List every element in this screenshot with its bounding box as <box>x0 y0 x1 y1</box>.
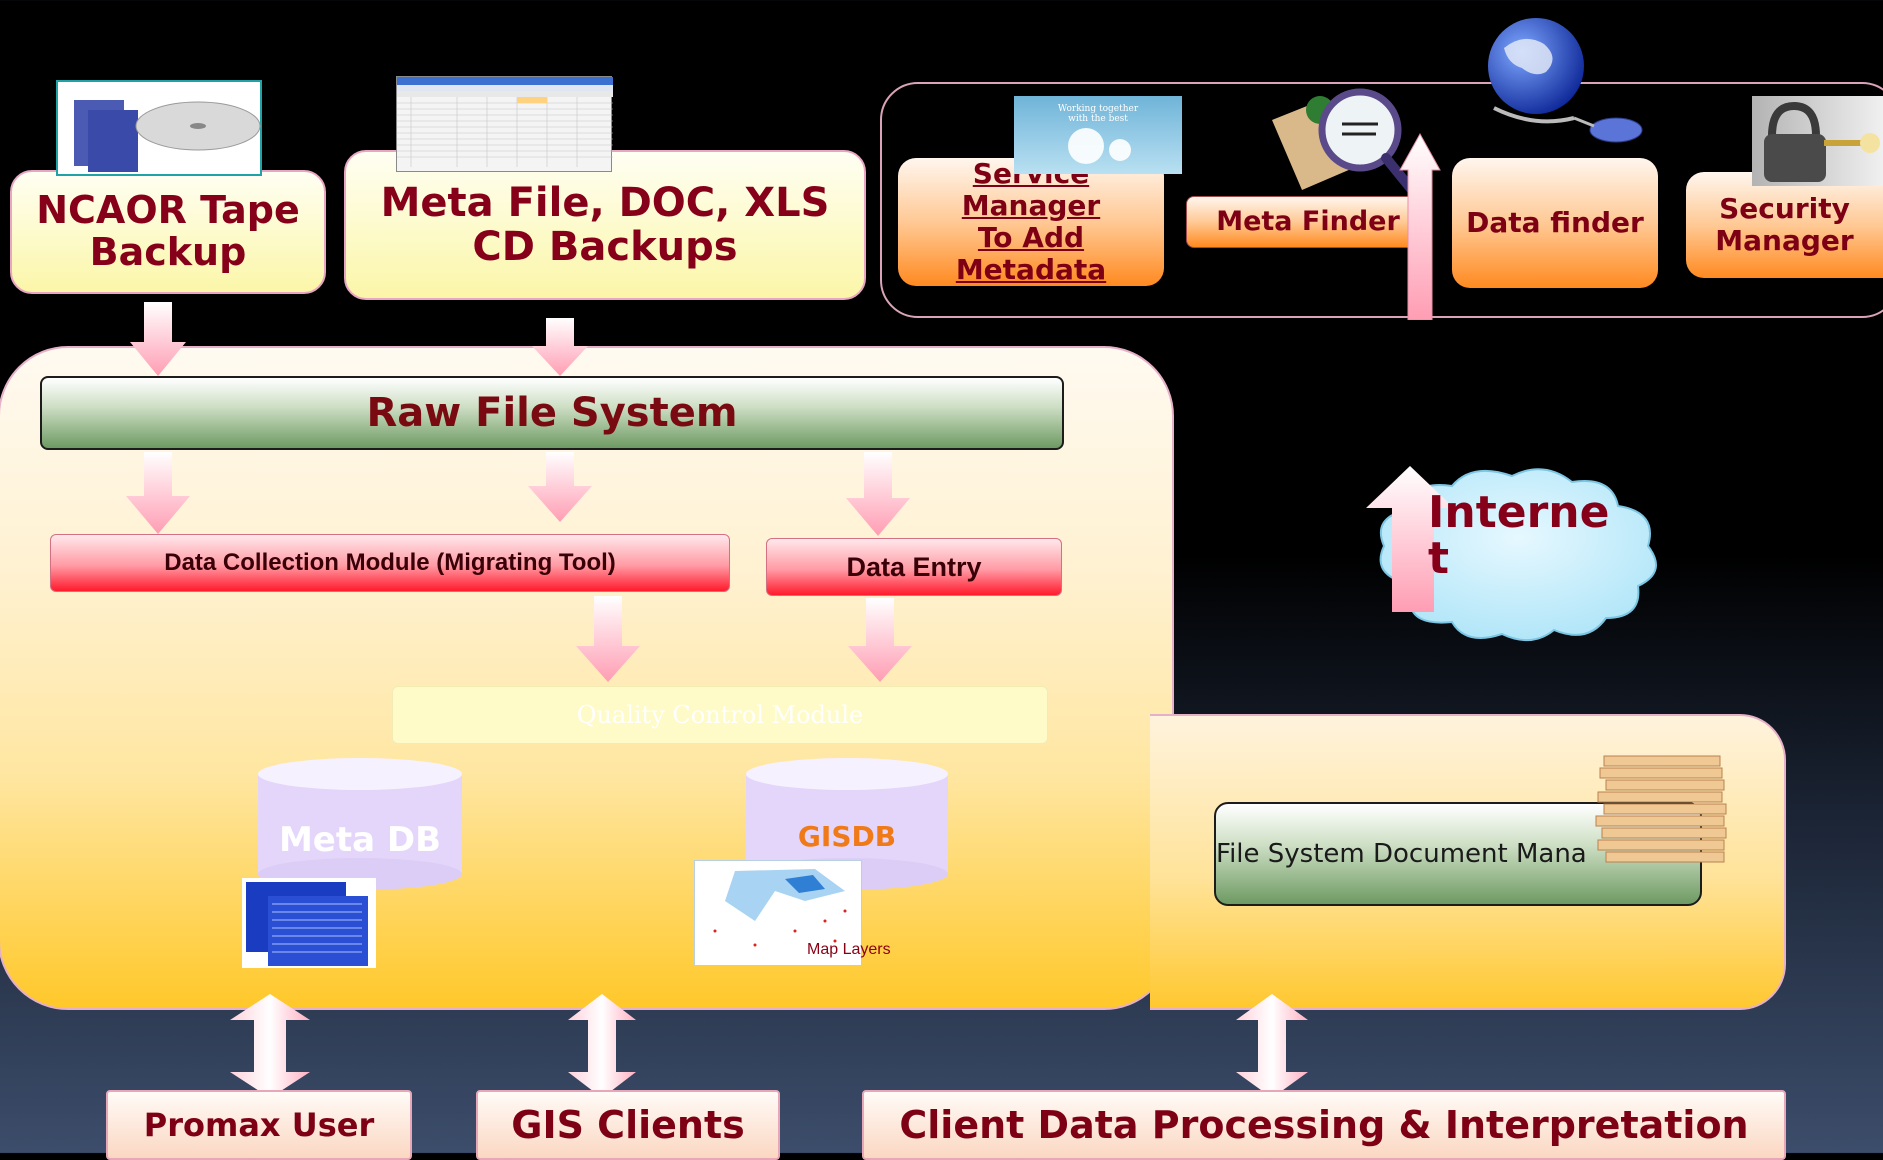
thumbnail-caption: Working together with the best <box>1057 104 1139 124</box>
file-system-document-label: File System Document Mana <box>1216 839 1587 869</box>
security-manager-box[interactable]: Security Manager <box>1686 172 1883 278</box>
client-data-processing-label: Client Data Processing & Interpretation <box>899 1103 1749 1147</box>
gis-db-label: GISDB <box>797 820 897 853</box>
service-manager-box[interactable]: Service Manager To Add Metadata <box>898 157 1164 286</box>
upload-arrow <box>1399 132 1441 320</box>
tape-drive-icon <box>56 80 262 176</box>
map-layers-label: Map Layers <box>807 941 891 958</box>
arrow-gis-clients <box>568 994 636 1098</box>
arrow-raw-to-dcm-2 <box>528 452 592 522</box>
arrow-dcm-to-qc <box>576 596 640 682</box>
internet-label: Interne t <box>1428 487 1610 585</box>
promax-user-label: Promax User <box>143 1106 375 1144</box>
raw-file-system-bar: Raw File System <box>40 376 1064 450</box>
padlock-icon <box>1752 96 1883 186</box>
promax-user-box: Promax User <box>106 1090 412 1160</box>
arrow-raw-to-data-entry <box>846 452 910 536</box>
gears-thumbnail-icon: Working together with the best <box>1014 96 1182 174</box>
quality-control-label: Quality Control Module <box>576 701 864 729</box>
main-system-panel <box>0 346 1174 1010</box>
data-entry-label: Data Entry <box>846 551 982 582</box>
meta-db-cylinder: Meta DB <box>258 758 462 890</box>
meta-finder-box[interactable]: Meta Finder <box>1186 196 1430 248</box>
spreadsheet-icon <box>396 76 613 172</box>
data-collection-module-label: Data Collection Module (Migrating Tool) <box>164 549 616 576</box>
arrow-entry-to-qc <box>848 598 912 682</box>
meta-db-label: Meta DB <box>278 820 442 860</box>
gis-clients-label: GIS Clients <box>511 1103 745 1147</box>
arrow-tape-to-raw <box>130 302 186 376</box>
data-collection-module-bar: Data Collection Module (Migrating Tool) <box>50 534 730 592</box>
arrow-raw-to-dcm <box>126 452 190 534</box>
internet-up-arrow <box>1366 466 1454 612</box>
globe-icon <box>1474 8 1674 158</box>
data-finder-box[interactable]: Data finder <box>1452 158 1658 288</box>
services-panel <box>880 82 1883 318</box>
meta-file-box: Meta File, DOC, XLS CD Backups <box>344 150 866 300</box>
arrow-meta-to-raw <box>532 318 588 376</box>
arrow-promax <box>230 994 310 1098</box>
database-records-thumbnail <box>242 878 376 968</box>
gis-db-cylinder: GISDB <box>746 758 948 892</box>
map-layers-thumbnail: Map Layers <box>694 860 891 966</box>
client-data-processing-box: Client Data Processing & Interpretation <box>862 1090 1786 1160</box>
raw-file-system-label: Raw File System <box>366 390 738 436</box>
quality-control-bar: Quality Control Module <box>392 686 1048 744</box>
tape-backup-box: NCAOR Tape Backup <box>10 170 326 294</box>
folders-stack-icon <box>1590 746 1734 870</box>
arrow-client-data <box>1236 994 1308 1098</box>
data-entry-bar: Data Entry <box>766 538 1062 596</box>
gis-clients-box: GIS Clients <box>476 1090 780 1160</box>
